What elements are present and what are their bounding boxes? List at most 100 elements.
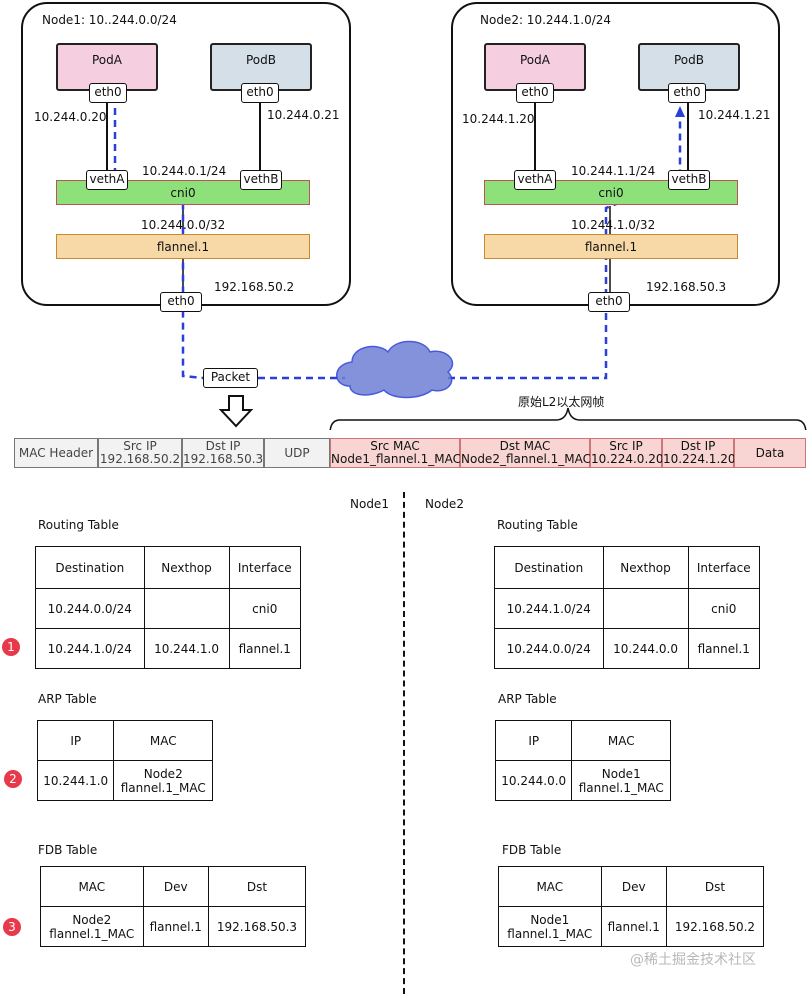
table-cell	[602, 588, 689, 629]
col-mac: MAC	[113, 720, 213, 761]
col-ip: IP	[36, 720, 115, 761]
col-dev: Dev	[600, 866, 667, 907]
node1-pod-b-ip: 10.244.0.21	[267, 108, 340, 122]
hdr-mac-header: MAC Header	[14, 438, 98, 468]
node1-host-ip: 192.168.50.2	[214, 280, 295, 294]
node2-veth-b[interactable]: vethB	[668, 170, 710, 190]
node2-title: Node2: 10.244.1.0/24	[480, 13, 612, 27]
table-cell: flannel.1	[142, 906, 209, 947]
step-marker-1: 1	[2, 638, 20, 656]
node1-pod-a-ip: 10.244.0.20	[34, 110, 107, 124]
node2-host-eth0[interactable]: eth0	[588, 292, 630, 312]
col-mac: MAC	[40, 866, 144, 907]
table-cell: 10.244.0.0	[602, 628, 689, 669]
node2-pod-b-eth0[interactable]: eth0	[668, 83, 706, 103]
col-nexthop: Nexthop	[602, 546, 689, 589]
col-dst: Dst	[665, 866, 765, 907]
pod-label: PodB	[674, 53, 704, 67]
packet-box[interactable]: Packet	[203, 368, 258, 388]
table-cell: cni0	[228, 588, 302, 629]
node1-flannel-ip: 10.244.0.0/32	[141, 218, 226, 232]
cloud-icon	[336, 340, 454, 399]
node1-veth-b[interactable]: vethB	[240, 170, 282, 190]
node2-flannel-ip: 10.244.1.0/32	[571, 218, 656, 232]
step-marker-2: 2	[4, 770, 22, 788]
table-cell: 10.244.0.0/24	[35, 588, 145, 629]
table-cell: cni0	[687, 588, 761, 629]
node2-flannel[interactable]: flannel.1	[484, 234, 738, 259]
table-cell: flannel.1	[600, 906, 667, 947]
left-arp-title: ARP Table	[38, 692, 97, 706]
table-cell: 192.168.50.3	[207, 906, 307, 947]
pod-label: PodA	[520, 53, 550, 67]
node1-flannel[interactable]: flannel.1	[56, 234, 310, 259]
step-marker-3: 3	[3, 918, 21, 936]
frame-label: 原始L2以太网帧	[518, 395, 605, 409]
node1-pod-b-eth0[interactable]: eth0	[241, 83, 279, 103]
left-fdb-title: FDB Table	[38, 843, 98, 857]
node1-host-eth0[interactable]: eth0	[160, 292, 202, 312]
hdr-udp: UDP	[264, 438, 330, 468]
node1-cni-ip: 10.244.0.1/24	[142, 164, 227, 178]
right-routing-title: Routing Table	[497, 518, 578, 532]
down-arrow-icon	[218, 395, 254, 428]
col-destination: Destination	[494, 546, 604, 589]
divider-right-label: Node2	[425, 497, 464, 511]
node2-veth-a[interactable]: vethA	[514, 170, 556, 190]
node-divider	[403, 492, 405, 994]
table-cell	[143, 588, 230, 629]
table-cell: 10.244.0.0	[494, 760, 573, 801]
right-arp-title: ARP Table	[498, 692, 557, 706]
table-cell: 10.244.1.0/24	[35, 628, 145, 669]
col-mac: MAC	[498, 866, 602, 907]
arrow-up-icon	[675, 106, 685, 117]
col-interface: Interface	[687, 546, 761, 589]
hdr-inner-data: Data	[734, 438, 806, 468]
table-cell: flannel.1	[228, 628, 302, 669]
node2-host-ip: 192.168.50.3	[646, 280, 727, 294]
col-ip: IP	[494, 720, 573, 761]
node2-pod-a-eth0[interactable]: eth0	[516, 83, 554, 103]
node1-title: Node1: 10..244.0.0/24	[42, 13, 177, 27]
col-interface: Interface	[228, 546, 302, 589]
table-cell: 10.244.1.0	[143, 628, 230, 669]
col-destination: Destination	[35, 546, 145, 589]
node2-pod-a-ip: 10.244.1.20	[462, 112, 535, 126]
pod-label: PodB	[246, 53, 276, 67]
col-nexthop: Nexthop	[143, 546, 230, 589]
node1-pod-a-eth0[interactable]: eth0	[89, 83, 127, 103]
divider-left-label: Node1	[350, 497, 389, 511]
table-cell: 10.244.0.0/24	[494, 628, 604, 669]
table-cell: flannel.1	[687, 628, 761, 669]
table-cell: 192.168.50.2	[665, 906, 765, 947]
left-routing-title: Routing Table	[38, 518, 119, 532]
right-fdb-title: FDB Table	[502, 843, 562, 857]
pod-label: PodA	[92, 53, 122, 67]
frame-brace	[329, 407, 807, 430]
node2-cni-ip: 10.244.1.1/24	[571, 164, 656, 178]
table-cell: 10.244.1.0	[36, 760, 115, 801]
table-cell: 10.244.1.0/24	[494, 588, 604, 629]
watermark: @稀土掘金技术社区	[630, 952, 756, 968]
diagram-lines	[106, 100, 807, 430]
col-mac: MAC	[571, 720, 671, 761]
node1-veth-a[interactable]: vethA	[86, 170, 128, 190]
col-dev: Dev	[142, 866, 209, 907]
node2-pod-b-ip: 10.244.1.21	[698, 108, 771, 122]
